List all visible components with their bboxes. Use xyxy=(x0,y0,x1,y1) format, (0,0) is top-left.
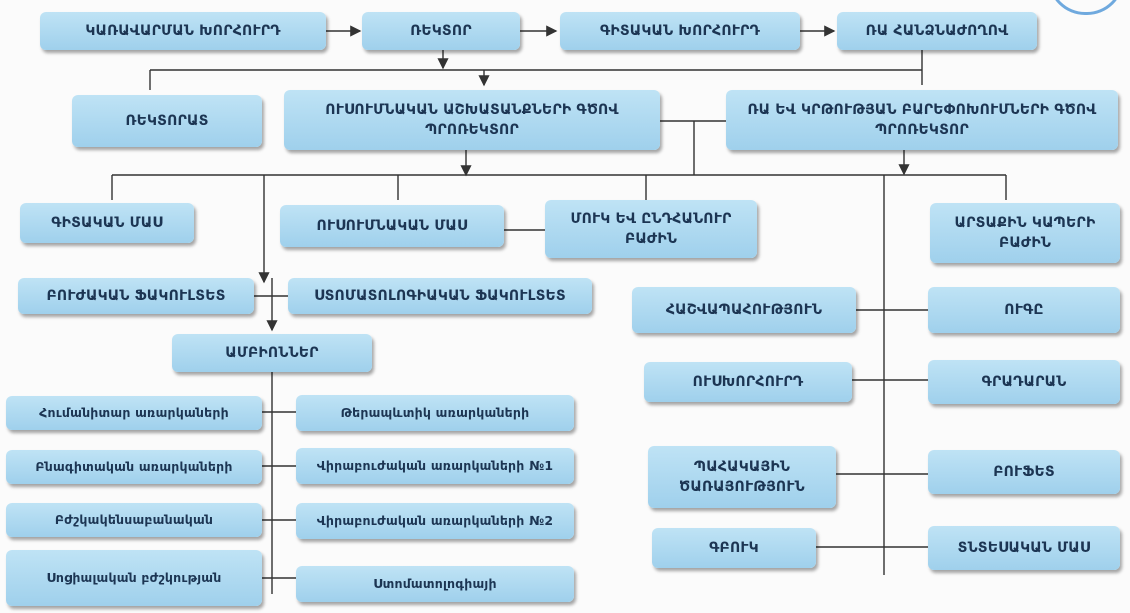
node-usc-label: ՈՒԳԸ xyxy=(1004,301,1044,318)
node-external: ԱՐՏԱՔԻՆ ԿԱՊԵՐԻ ԲԱԺԻՆ xyxy=(930,203,1120,263)
chair-left-4: Սոցիալական բժշկության xyxy=(6,550,262,606)
node-econ-label: ՏՆՏԵՍԱԿԱՆ ՄԱՍ xyxy=(957,539,1091,556)
node-rector: ՌԵԿՏՈՐ xyxy=(362,12,520,50)
node-admission: ՄՈՒԿ ԵՎ ԸՆԴՀԱՆՈՒՐ ԲԱԺԻՆ xyxy=(545,200,757,258)
node-rectorate-label: ՌԵԿՏՈՐԱՏ xyxy=(125,112,209,129)
chair-left-3: Բժշկակենսաբանական xyxy=(6,503,262,537)
node-med-faculty-label: ԲՈՒԺԱԿԱՆ ՖԱԿՈՒԼՏԵՏ xyxy=(46,287,226,304)
node-rector-label: ՌԵԿՏՈՐ xyxy=(410,22,472,39)
chair-right-4: Ստոմատոլոգիայի xyxy=(296,566,574,602)
node-buffet: ԲՈՒՖԵՏ xyxy=(928,450,1120,494)
node-admission-label: ՄՈՒԿ ԵՎ ԸՆԴՀԱՆՈՒՐ ԲԱԺԻՆ xyxy=(570,210,732,247)
node-accounting-label: ՀԱՇՎԱՊԱՀՈՒԹՅՈՒՆ xyxy=(665,301,823,318)
node-external-label: ԱՐՏԱՔԻՆ ԿԱՊԵՐԻ ԲԱԺԻՆ xyxy=(954,214,1096,251)
chair-right-2: Վիրաբուժական առարկաների №1 xyxy=(296,448,574,484)
node-rectorate: ՌԵԿՏՈՐԱՏ xyxy=(72,95,262,147)
node-buffet-label: ԲՈՒՖԵՏ xyxy=(993,463,1055,480)
chair-right-3: Վիրաբուժական առարկաների №2 xyxy=(296,503,574,539)
node-accounting: ՀԱՇՎԱՊԱՀՈՒԹՅՈՒՆ xyxy=(632,287,856,333)
node-clinic: ԳԲՈՒԿ xyxy=(652,528,816,568)
node-student-council-label: ՈՒՍԽՈՐՀՈՒՐԴ xyxy=(692,373,804,390)
node-sci-part-label: ԳԻՏԱԿԱՆ ՄԱՍ xyxy=(51,214,163,231)
chair-right-4-label: Ստոմատոլոգիայի xyxy=(373,575,497,591)
chair-right-1-label: Թերապևտիկ առարկաների xyxy=(340,404,530,420)
node-chairs-label: ԱՄԲԻՈՆՆԵՐ xyxy=(225,344,319,361)
node-clinic-label: ԳԲՈՒԿ xyxy=(709,539,759,556)
node-vr-academic-label: ՈՒՍՈՒՄՆԱԿԱՆ ԱՇԽԱՏԱՆՔՆԵՐԻ ԳԾՈՎ ՊՐՈՌԵԿՏՈՐ xyxy=(325,101,619,138)
chair-left-3-label: Բժշկակենսաբանական xyxy=(54,511,214,527)
chair-right-3-label: Վիրաբուժական առարկաների №2 xyxy=(316,512,554,528)
node-guard: ՊԱՀԱԿԱՅԻՆ ԾԱՌԱՅՈՒԹՅՈՒՆ xyxy=(648,446,836,508)
node-vr-reforms: ՌԱ ԵՎ ԿՐԹՈՒԹՅԱՆ ԲԱՐԵՓՈԽՈՒՄՆԵՐԻ ԳԾՈՎ ՊՐՈՌ… xyxy=(726,90,1118,150)
chair-left-2-label: Բնագիտական առարկաների xyxy=(35,458,233,474)
node-chairs: ԱՄԲԻՈՆՆԵՐ xyxy=(172,334,372,372)
node-edu-part-label: ՈՒՍՈՒՄՆԱԿԱՆ ՄԱՍ xyxy=(316,217,468,234)
chair-left-1-label: Հումանիտար առարկաների xyxy=(39,404,229,420)
node-usc: ՈՒԳԸ xyxy=(928,287,1120,333)
node-sci-council-label: ԳԻՏԱԿԱՆ ԽՈՐՀՈՒՐԴ xyxy=(599,22,761,39)
node-board-label: ԿԱՌԱՎԱՐՄԱՆ ԽՈՐՀՈՒՐԴ xyxy=(85,22,281,39)
node-ra-commission: ՌԱ ՀԱՆՁՆԱԺՈՂՈՎ xyxy=(837,12,1037,50)
node-edu-part: ՈՒՍՈՒՄՆԱԿԱՆ ՄԱՍ xyxy=(280,205,504,247)
node-library: ԳՐԱԴԱՐԱՆ xyxy=(928,360,1120,404)
node-econ: ՏՆՏԵՍԱԿԱՆ ՄԱՍ xyxy=(928,526,1120,570)
node-library-label: ԳՐԱԴԱՐԱՆ xyxy=(981,373,1067,390)
chair-left-2: Բնագիտական առարկաների xyxy=(6,450,262,484)
node-dent-faculty: ՍՏՈՄԱՏՈԼՈԳԻԱԿԱՆ ՖԱԿՈՒԼՏԵՏ xyxy=(288,278,592,314)
node-med-faculty: ԲՈՒԺԱԿԱՆ ՖԱԿՈՒԼՏԵՏ xyxy=(18,278,254,314)
chair-left-4-label: Սոցիալական բժշկության xyxy=(46,569,222,585)
node-vr-reforms-label: ՌԱ ԵՎ ԿՐԹՈՒԹՅԱՆ ԲԱՐԵՓՈԽՈՒՄՆԵՐԻ ԳԾՈՎ ՊՐՈՌ… xyxy=(747,101,1097,138)
node-board: ԿԱՌԱՎԱՐՄԱՆ ԽՈՐՀՈՒՐԴ xyxy=(40,12,326,50)
node-sci-council: ԳԻՏԱԿԱՆ ԽՈՐՀՈՒՐԴ xyxy=(560,12,800,50)
node-guard-label: ՊԱՀԱԿԱՅԻՆ ԾԱՌԱՅՈՒԹՅՈՒՆ xyxy=(679,458,805,495)
chair-left-1: Հումանիտար առարկաների xyxy=(6,396,262,430)
node-sci-part: ԳԻՏԱԿԱՆ ՄԱՍ xyxy=(20,203,194,243)
node-vr-academic: ՈՒՍՈՒՄՆԱԿԱՆ ԱՇԽԱՏԱՆՔՆԵՐԻ ԳԾՈՎ ՊՐՈՌԵԿՏՈՐ xyxy=(284,90,660,150)
node-ra-commission-label: ՌԱ ՀԱՆՁՆԱԺՈՂՈՎ xyxy=(865,22,1009,39)
node-dent-faculty-label: ՍՏՈՄԱՏՈԼՈԳԻԱԿԱՆ ՖԱԿՈՒԼՏԵՏ xyxy=(314,287,566,304)
node-student-council: ՈՒՍԽՈՐՀՈՒՐԴ xyxy=(644,362,852,402)
chair-right-2-label: Վիրաբուժական առարկաների №1 xyxy=(316,457,554,473)
chair-right-1: Թերապևտիկ առարկաների xyxy=(296,395,574,431)
